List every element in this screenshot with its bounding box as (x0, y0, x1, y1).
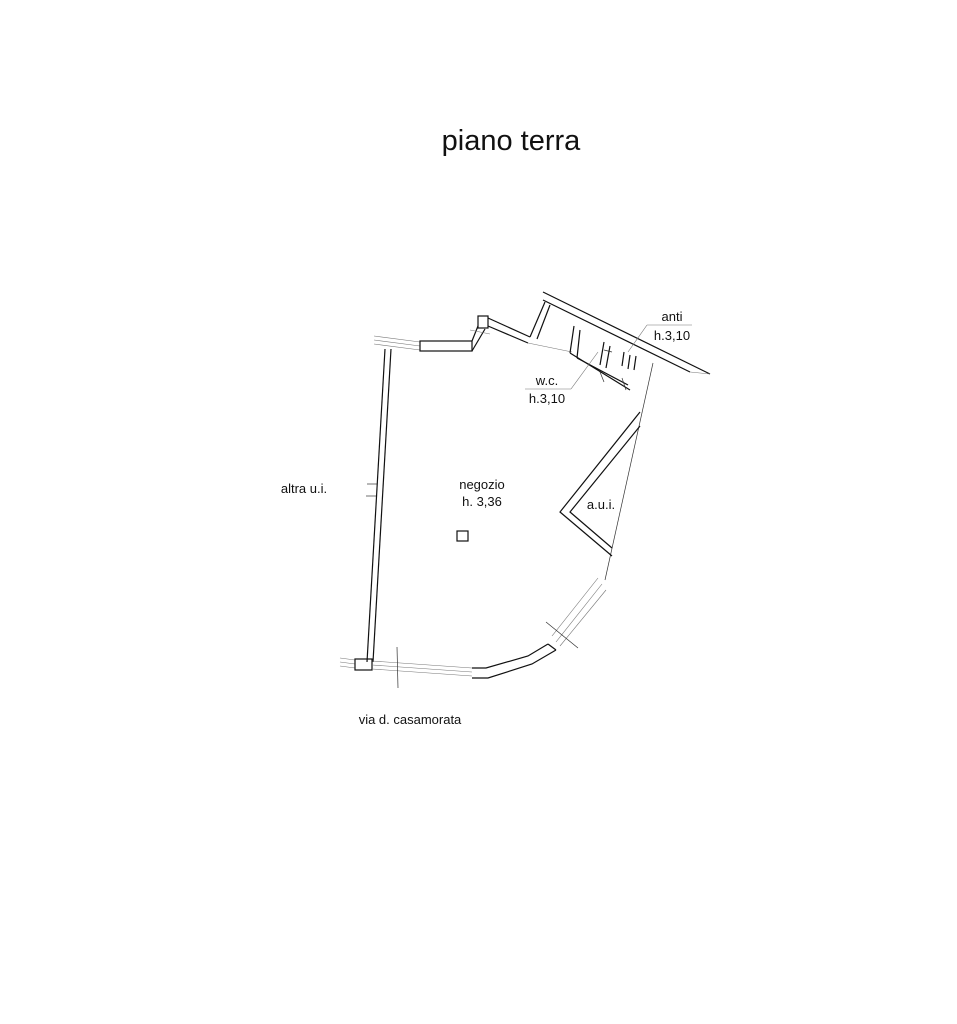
label-altra-ui: altra u.i. (281, 481, 327, 496)
label-street: via d. casamorata (359, 712, 462, 727)
label-aui: a.u.i. (587, 497, 615, 512)
lower-right-wall (472, 577, 607, 679)
plan-title: piano terra (442, 125, 582, 157)
label-wc-height: h.3,10 (529, 391, 565, 406)
label-anti-height: h.3,10 (654, 328, 690, 343)
left-wall (366, 348, 392, 663)
pillar (456, 530, 469, 542)
top-left-wall (373, 315, 491, 352)
right-wall (604, 362, 654, 581)
triangle-neighbor-unit (559, 411, 641, 557)
wc-anti-block (529, 301, 637, 391)
label-leaders (525, 324, 692, 390)
top-wall (487, 291, 711, 375)
label-negozio: negozio (459, 477, 505, 492)
label-negozio-height: h. 3,36 (462, 494, 502, 509)
label-wc: w.c. (535, 373, 558, 388)
label-anti: anti (662, 309, 683, 324)
bottom-wall (339, 646, 473, 689)
